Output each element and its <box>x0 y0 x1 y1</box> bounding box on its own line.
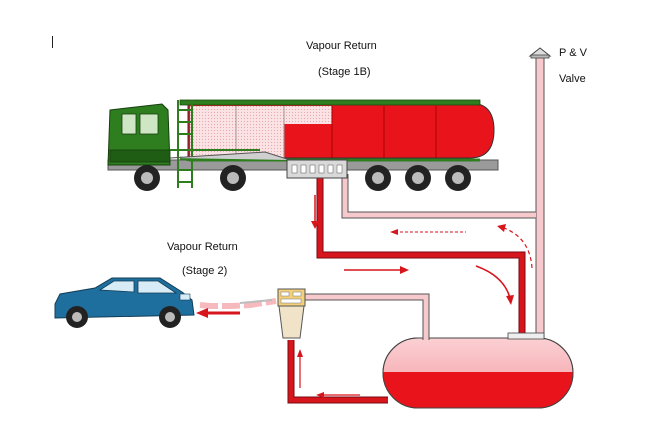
truck-cab <box>107 103 260 166</box>
stage-2-label: (Stage 2) <box>182 265 228 277</box>
car <box>54 277 195 328</box>
ladder <box>177 100 193 188</box>
tanker-truck <box>107 99 499 191</box>
vapour-return-left-label: Vapour Return <box>167 241 238 253</box>
nozzle-stream <box>199 298 277 309</box>
fuel-delivery-pipe <box>316 177 526 400</box>
stage-1b-label: (Stage 1B) <box>318 66 371 78</box>
flow-arrows <box>196 195 533 398</box>
underground-storage-tank <box>382 332 574 409</box>
text-cursor <box>52 36 53 48</box>
vent-pipe <box>528 47 552 342</box>
fuel-dispenser <box>277 288 306 339</box>
vapour-return-top-label: Vapour Return <box>306 40 377 52</box>
fuel-supply-pipe <box>287 340 388 404</box>
truck-wheels <box>134 165 471 191</box>
pv-label-line2: Valve <box>559 73 586 85</box>
truck-valve-manifold <box>286 159 348 179</box>
pv-label-line1: P & V <box>559 47 587 59</box>
vapour-return-pipe-stage2 <box>300 293 430 340</box>
vapour-return-pipe-stage1b <box>341 174 536 219</box>
